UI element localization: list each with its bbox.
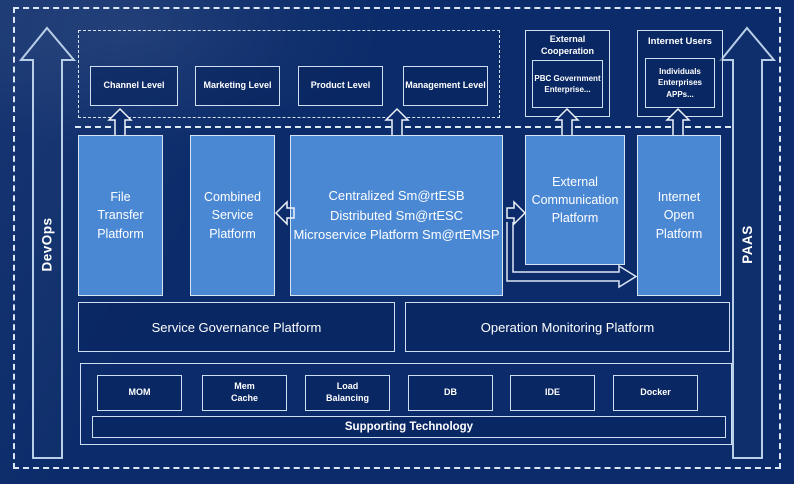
- tech-label: Mem Cache: [230, 381, 258, 403]
- tech-label: MOM: [128, 387, 151, 398]
- tech-box-load-balancing: Load Balancing: [305, 375, 390, 411]
- level-label: Management Level: [405, 80, 486, 91]
- up-arrow-outline-icon: [718, 26, 776, 459]
- tech-box-mom: MOM: [97, 375, 182, 411]
- pbc-government-box: PBC Government Enterprise...: [532, 60, 603, 108]
- supporting-technology-bar: Supporting Technology: [92, 416, 726, 438]
- tech-box-docker: Docker: [613, 375, 698, 411]
- level-label: Marketing Level: [203, 80, 272, 91]
- tech-label: Load Balancing: [325, 381, 369, 403]
- file-transfer-platform-label: File Transfer Platform: [97, 190, 144, 241]
- supporting-technology-label: Supporting Technology: [344, 421, 474, 433]
- devops-arrow: DevOps: [18, 26, 76, 462]
- tech-box-ide: IDE: [510, 375, 595, 411]
- level-label: Channel Level: [103, 80, 165, 91]
- paas-label: PAAS: [739, 224, 755, 264]
- level-box-channel: Channel Level: [90, 66, 178, 106]
- level-box-product: Product Level: [298, 66, 383, 106]
- diagram-outer-border: [13, 7, 781, 469]
- esb-platform-label: Centralized Sm@rtESB Distributed Sm@rtES…: [293, 188, 500, 243]
- internet-open-platform-label: Internet Open Platform: [655, 190, 703, 241]
- service-governance-label: Service Governance Platform: [151, 319, 322, 335]
- tech-box-db: DB: [408, 375, 493, 411]
- combined-service-platform-box: Combined Service Platform: [190, 135, 275, 296]
- external-communication-platform-label: External Communication Platform: [531, 174, 619, 226]
- paas-arrow: PAAS: [718, 26, 776, 462]
- right-arrow-icon: [506, 200, 527, 226]
- devops-label: DevOps: [39, 216, 55, 272]
- internet-users-title: Internet Users: [648, 36, 712, 47]
- combined-service-platform-label: Combined Service Platform: [204, 190, 261, 241]
- layer-separator-dashed-line: [75, 126, 731, 128]
- individuals-label: Individuals Enterprises APPs...: [657, 67, 703, 99]
- esb-platform-box: Centralized Sm@rtESB Distributed Sm@rtES…: [290, 135, 503, 296]
- left-arrow-icon: [274, 200, 295, 226]
- operation-monitoring-label: Operation Monitoring Platform: [480, 319, 655, 335]
- tech-group-box: [80, 363, 732, 445]
- individuals-box: Individuals Enterprises APPs...: [645, 58, 715, 108]
- tech-label: Docker: [640, 387, 671, 398]
- tech-label: IDE: [544, 387, 560, 398]
- level-box-marketing: Marketing Level: [195, 66, 280, 106]
- level-label: Product Level: [310, 80, 371, 91]
- internet-open-platform-box: Internet Open Platform: [637, 135, 721, 296]
- tech-box-mem-cache: Mem Cache: [202, 375, 287, 411]
- elbow-arrow-icon: [506, 222, 638, 289]
- file-transfer-platform-box: File Transfer Platform: [78, 135, 163, 296]
- operation-monitoring-box: Operation Monitoring Platform: [405, 302, 730, 352]
- up-arrow-outline-icon: [18, 26, 76, 459]
- levels-group-box: [78, 30, 500, 118]
- level-box-management: Management Level: [403, 66, 488, 106]
- external-cooperation-title: External Cooperation: [541, 34, 594, 56]
- pbc-government-label: PBC Government Enterprise...: [534, 73, 601, 94]
- external-cooperation-box: External Cooperation PBC Government Ente…: [525, 30, 610, 117]
- external-communication-platform-box: External Communication Platform: [525, 135, 625, 265]
- tech-label: DB: [444, 387, 457, 398]
- internet-users-box: Internet Users Individuals Enterprises A…: [637, 30, 723, 117]
- service-governance-box: Service Governance Platform: [78, 302, 395, 352]
